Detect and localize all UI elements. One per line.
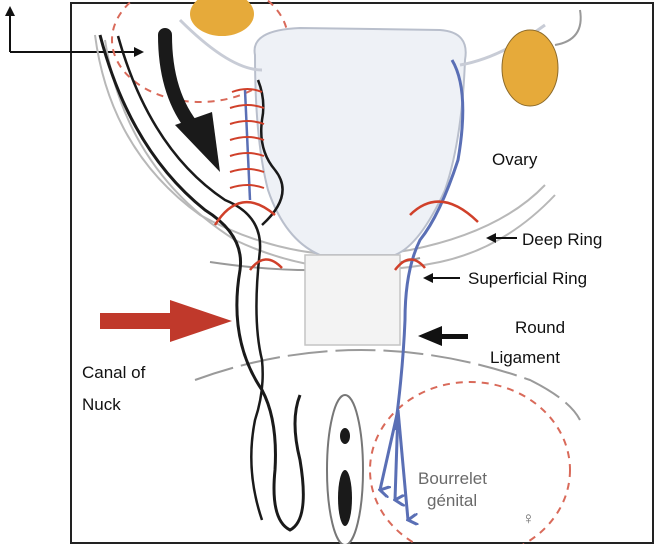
right-ovary	[502, 30, 558, 106]
ovary-label: Ovary	[492, 150, 538, 169]
bourrelet-label-line1: Bourrelet	[418, 469, 487, 488]
canal-label-line1: Canal of	[82, 363, 146, 382]
cervix	[305, 255, 400, 345]
bourrelet-label-line2: génital	[427, 491, 477, 510]
bourrelet-dot-large	[338, 470, 352, 526]
round-ligament-pointer-shaft	[440, 334, 468, 339]
round-ligament-label-line2: Ligament	[490, 348, 560, 367]
female-symbol: ♀	[522, 509, 535, 528]
deep-ring-label: Deep Ring	[522, 230, 602, 249]
superficial-ring-label: Superficial Ring	[468, 269, 587, 288]
red-arrow-shaft	[100, 313, 180, 329]
round-ligament-label-line1: Round	[515, 318, 565, 337]
canal-label-line2: Nuck	[82, 395, 121, 414]
bourrelet-dot-small	[340, 428, 350, 444]
